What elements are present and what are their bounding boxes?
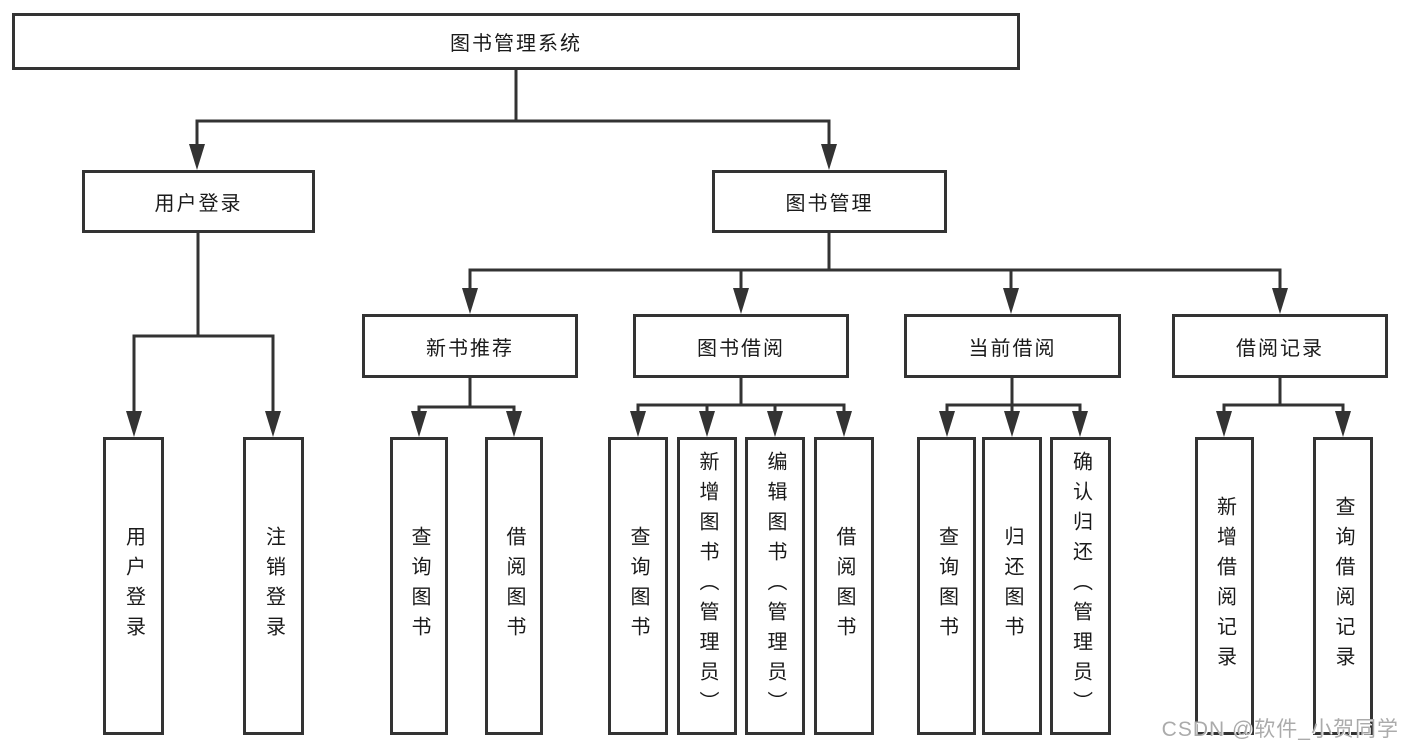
- leaf-add-borrow-record: 新增借阅记录: [1195, 437, 1254, 735]
- leaf-return-books: 归还图书: [982, 437, 1042, 735]
- leaf-label: 新增借阅记录: [1213, 496, 1236, 676]
- leaf-borrow-books: 借阅图书: [814, 437, 874, 735]
- leaf-user-login: 用户登录: [103, 437, 164, 735]
- node-user-login: 用户登录: [82, 170, 315, 233]
- leaf-label: 确认归还（管理员）: [1069, 451, 1092, 721]
- leaf-label: 用户登录: [122, 526, 145, 646]
- leaf-borrow-books: 借阅图书: [485, 437, 543, 735]
- node-book-borrowing: 图书借阅: [633, 314, 849, 378]
- node-current-borrowing: 当前借阅: [904, 314, 1121, 378]
- leaf-query-books: 查询图书: [608, 437, 668, 735]
- leaf-logout: 注销登录: [243, 437, 304, 735]
- leaf-label: 查询借阅记录: [1332, 496, 1354, 676]
- leaf-label: 注销登录: [262, 526, 285, 646]
- node-borrowing-records: 借阅记录: [1172, 314, 1388, 378]
- watermark: CSDN @软件_小贺同学: [1161, 718, 1399, 741]
- leaf-label: 查询图书: [935, 526, 958, 646]
- leaf-query-borrow-record: 查询借阅记录: [1313, 437, 1373, 735]
- leaf-label: 编辑图书（管理员）: [764, 451, 786, 721]
- leaf-label: 新增图书（管理员）: [696, 451, 718, 721]
- node-new-book-recommendation: 新书推荐: [362, 314, 578, 378]
- leaf-label: 查询图书: [408, 526, 430, 646]
- leaf-add-book-admin: 新增图书（管理员）: [677, 437, 737, 735]
- leaf-query-books: 查询图书: [390, 437, 448, 735]
- node-library-management-system: 图书管理系统: [12, 13, 1020, 70]
- node-book-management: 图书管理: [712, 170, 947, 233]
- leaf-edit-book-admin: 编辑图书（管理员）: [745, 437, 805, 735]
- leaf-label: 归还图书: [1001, 526, 1023, 646]
- leaf-label: 查询图书: [627, 526, 649, 646]
- leaf-query-books: 查询图书: [917, 437, 976, 735]
- leaf-label: 借阅图书: [833, 526, 855, 646]
- leaf-confirm-return-admin: 确认归还（管理员）: [1050, 437, 1111, 735]
- leaf-label: 借阅图书: [503, 526, 525, 646]
